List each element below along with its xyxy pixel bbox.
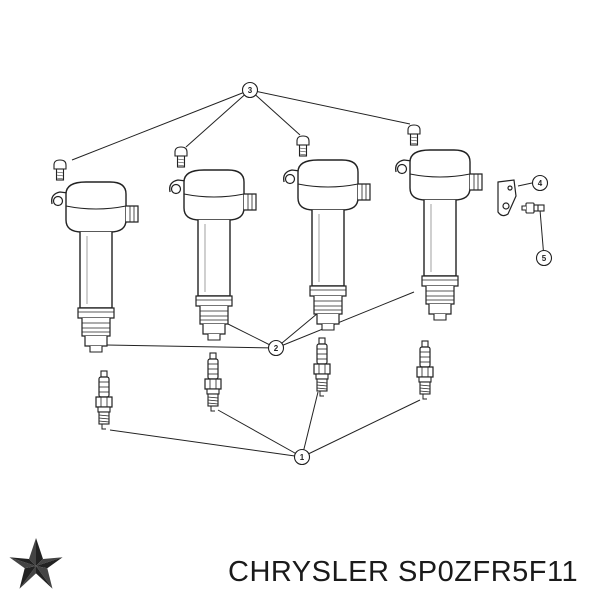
callout-2: 2 xyxy=(267,339,285,357)
callout-3: 3 xyxy=(241,81,259,99)
brand-name: CHRYSLER xyxy=(228,556,390,588)
svg-text:5: 5 xyxy=(542,254,547,263)
sensor-bracket xyxy=(497,179,517,217)
svg-text:3: 3 xyxy=(248,86,253,95)
part-caption: CHRYSLER SP0ZFR5F11 xyxy=(228,556,578,589)
spark-plug-2 xyxy=(204,352,222,412)
svg-text:4: 4 xyxy=(538,179,543,188)
spark-plug-4 xyxy=(416,340,434,400)
chrysler-pentastar-icon xyxy=(9,538,63,589)
callout-1: 1 xyxy=(293,448,311,466)
svg-text:1: 1 xyxy=(300,453,305,462)
ignition-coil-2 xyxy=(168,169,257,341)
leader-lines xyxy=(71,89,545,458)
callout-5: 5 xyxy=(535,249,553,267)
coil-bolt-2 xyxy=(174,146,188,168)
coil-bolt-1 xyxy=(53,159,67,181)
ignition-coil-1 xyxy=(50,181,139,353)
callout-4: 4 xyxy=(531,174,549,192)
svg-text:2: 2 xyxy=(274,344,279,353)
sensor xyxy=(521,202,545,214)
footer: CHRYSLER SP0ZFR5F11 xyxy=(0,530,600,600)
part-number: SP0ZFR5F11 xyxy=(397,556,579,588)
spark-plug-3 xyxy=(313,337,331,397)
ignition-coil-3 xyxy=(282,159,371,331)
spark-plug-1 xyxy=(95,370,113,430)
coil-bolt-4 xyxy=(407,124,421,146)
coil-bolt-3 xyxy=(296,135,310,157)
